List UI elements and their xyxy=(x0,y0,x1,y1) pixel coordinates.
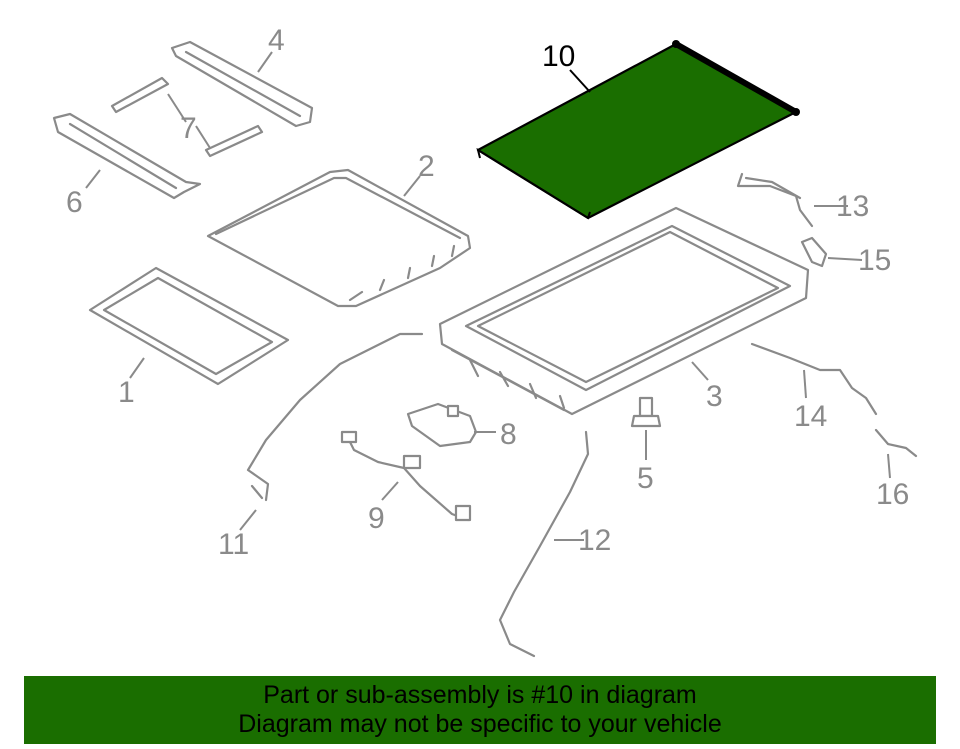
callout-13: 13 xyxy=(836,190,869,223)
part-15-clip[interactable] xyxy=(800,236,828,268)
part-2-glass-panel[interactable] xyxy=(206,168,472,308)
leader-lines xyxy=(85,51,891,541)
callout-8: 8 xyxy=(500,418,517,451)
part-12-drain-tube[interactable] xyxy=(498,430,590,658)
callout-16: 16 xyxy=(876,478,909,511)
part-1-seal[interactable] xyxy=(88,266,290,386)
banner-line-1: Part or sub-assembly is #10 in diagram xyxy=(263,681,697,709)
callout-7: 7 xyxy=(180,112,197,145)
callout-1: 1 xyxy=(118,376,135,409)
callout-3: 3 xyxy=(706,380,723,413)
callout-10: 10 xyxy=(542,40,575,73)
part-5-bolt[interactable] xyxy=(630,396,662,428)
callout-2: 2 xyxy=(418,150,435,183)
part-16-clip[interactable] xyxy=(874,428,918,458)
part-11-drain-tube[interactable] xyxy=(246,332,424,502)
part-8-motor[interactable] xyxy=(406,402,478,448)
part-6-deflector[interactable] xyxy=(52,112,202,200)
info-banner: Part or sub-assembly is #10 in diagram D… xyxy=(24,676,936,744)
part-9-harness[interactable] xyxy=(340,430,472,522)
callout-4: 4 xyxy=(268,24,285,57)
callout-15: 15 xyxy=(858,244,891,277)
part-14-drain-hose[interactable] xyxy=(750,342,878,416)
callout-11: 11 xyxy=(218,528,249,561)
callout-12: 12 xyxy=(578,524,611,557)
part-10-sunshade[interactable] xyxy=(476,40,800,220)
part-3-frame[interactable] xyxy=(438,206,810,416)
callout-6: 6 xyxy=(66,186,83,219)
callout-14: 14 xyxy=(794,400,827,433)
banner-line-2: Diagram may not be specific to your vehi… xyxy=(238,710,722,738)
callout-9: 9 xyxy=(368,502,385,535)
part-7-strips[interactable] xyxy=(110,76,264,158)
part-13-drain-bracket[interactable] xyxy=(736,172,814,228)
callout-5: 5 xyxy=(637,462,654,495)
part-4-deflector[interactable] xyxy=(170,40,314,128)
